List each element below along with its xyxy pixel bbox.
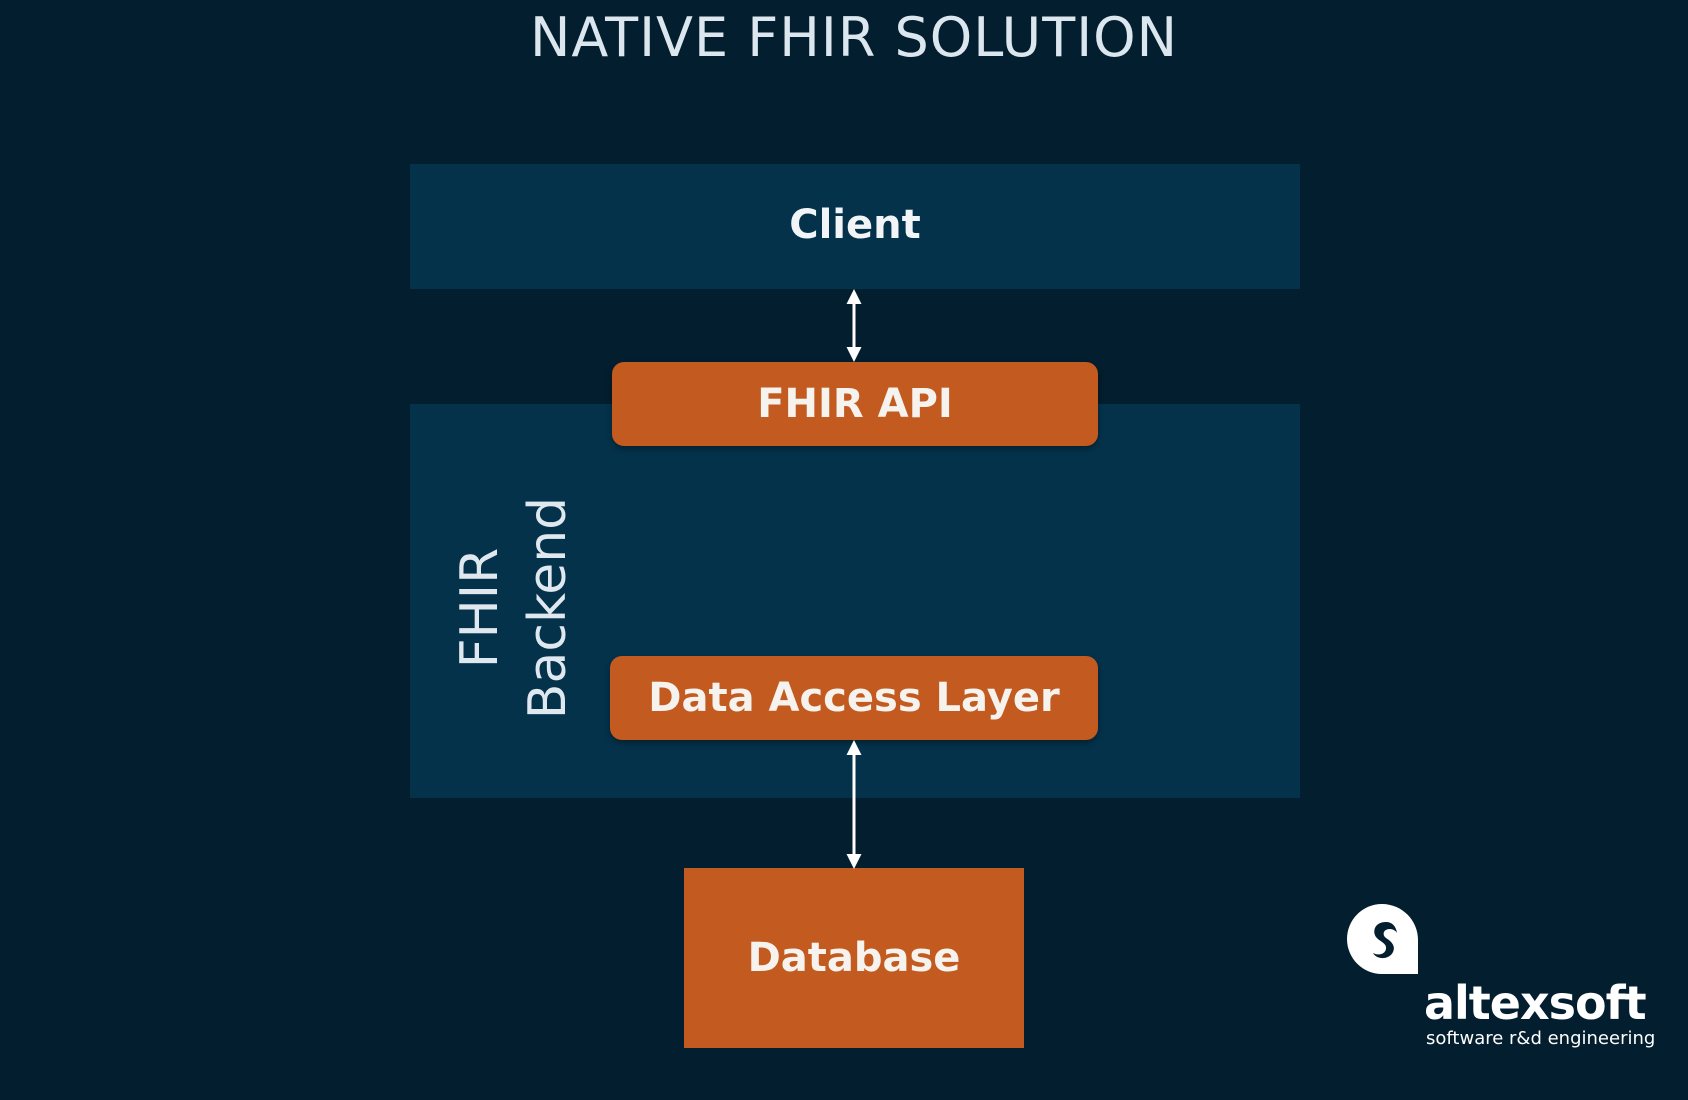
altexsoft-tagline: software r&d engineering bbox=[1426, 1028, 1656, 1049]
client-panel: Client bbox=[410, 164, 1300, 289]
fhir-backend-label: FHIR Backend bbox=[394, 488, 634, 728]
data-access-layer-box: Data Access Layer bbox=[610, 656, 1098, 740]
database-box: Database bbox=[684, 868, 1024, 1048]
diagram-title: NATIVE FHIR SOLUTION bbox=[529, 6, 1179, 69]
client-label: Client bbox=[789, 202, 921, 248]
altexsoft-logo: altexsoft software r&d engineering bbox=[1342, 900, 1655, 1060]
altexsoft-logo-icon bbox=[1347, 904, 1418, 974]
altexsoft-wordmark: altexsoft bbox=[1424, 976, 1647, 1030]
backend-label-line1: FHIR bbox=[450, 547, 510, 669]
fhir-api-box: FHIR API bbox=[612, 362, 1098, 446]
backend-label-line2: Backend bbox=[518, 496, 578, 720]
